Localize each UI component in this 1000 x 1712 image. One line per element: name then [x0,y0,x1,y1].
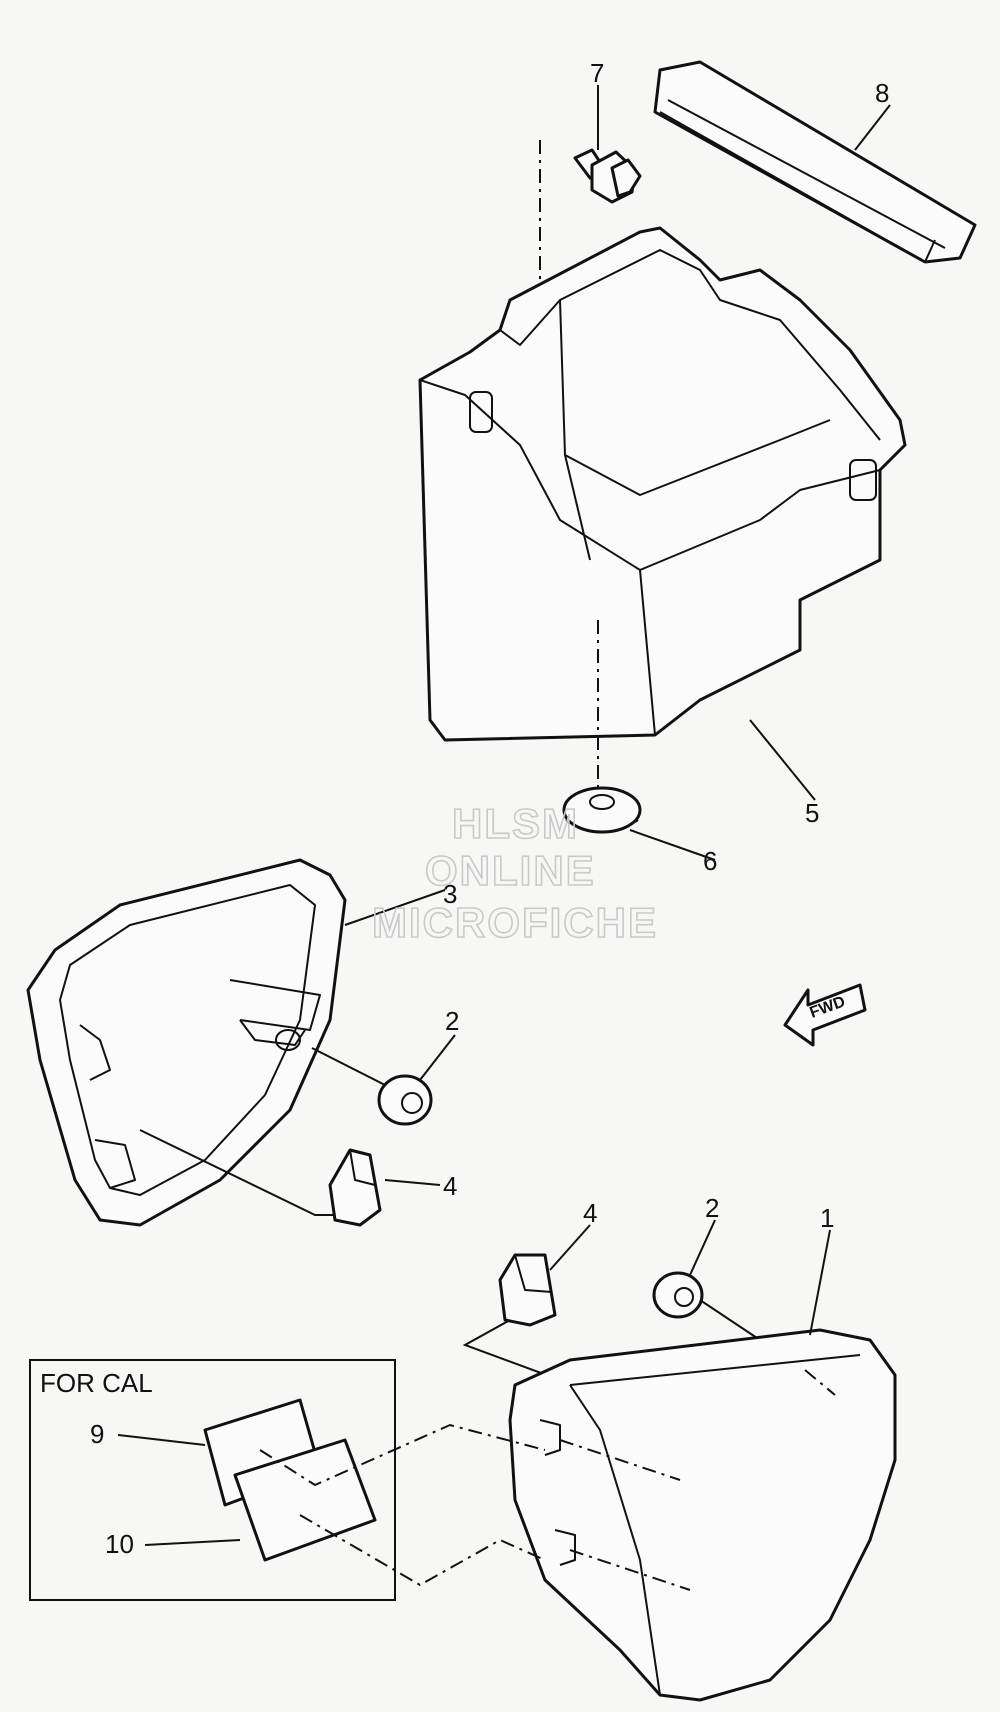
label-10 [233,1438,377,1562]
side-cover-left [26,858,347,1227]
inset-for-cal: FOR CAL [29,1359,396,1601]
clip-upper-guide [139,1129,335,1216]
watermark-line-2: ONLINE [425,847,596,894]
leader-2b [689,1219,716,1276]
callout-4-upper: 4 [443,1171,457,1201]
callout-6: 6 [703,846,717,876]
callout-9: 9 [90,1419,104,1449]
watermark: HLSM ONLINE MICROFICHE [371,799,658,947]
leader-9 [117,1434,206,1446]
leader-3 [344,889,446,926]
callout-3: 3 [443,879,457,909]
watermark-line-3: MICROFICHE [372,899,658,946]
callout-7: 7 [590,58,604,88]
callout-10: 10 [105,1529,134,1559]
leader-4b [549,1224,591,1271]
forward-arrow: FWD [783,983,867,1047]
watermark-line-1: HLSM [452,800,579,847]
inset-label: FOR CAL [40,1368,153,1398]
grommet-upper-guide [311,1047,386,1086]
callout-2-upper: 2 [445,1006,459,1036]
leader-1 [809,1229,831,1336]
label-9-guide [259,1423,546,1487]
label-10-guide [299,1514,546,1587]
clip-lower [498,1253,557,1327]
bolt [573,148,642,204]
leader-4a [384,1179,441,1186]
leader-10 [144,1539,241,1546]
leader-6 [629,829,716,861]
callout-8: 8 [875,78,889,108]
leader-8 [854,104,891,151]
grommet-upper [377,1074,433,1126]
callout-2-lower: 2 [705,1193,719,1223]
callout-1: 1 [820,1203,834,1233]
battery-box [418,226,907,742]
damper [562,786,642,834]
battery-band [653,60,977,264]
grommet-lower-guide [699,1299,761,1341]
side-cover-right [508,1328,897,1702]
clip-upper [328,1148,382,1227]
leader-2a [419,1034,456,1081]
grommet-lower [652,1271,704,1319]
callout-4-lower: 4 [583,1198,597,1228]
clip-lower-guide [462,1319,561,1381]
leader-5 [749,719,816,801]
callout-5: 5 [805,798,819,828]
